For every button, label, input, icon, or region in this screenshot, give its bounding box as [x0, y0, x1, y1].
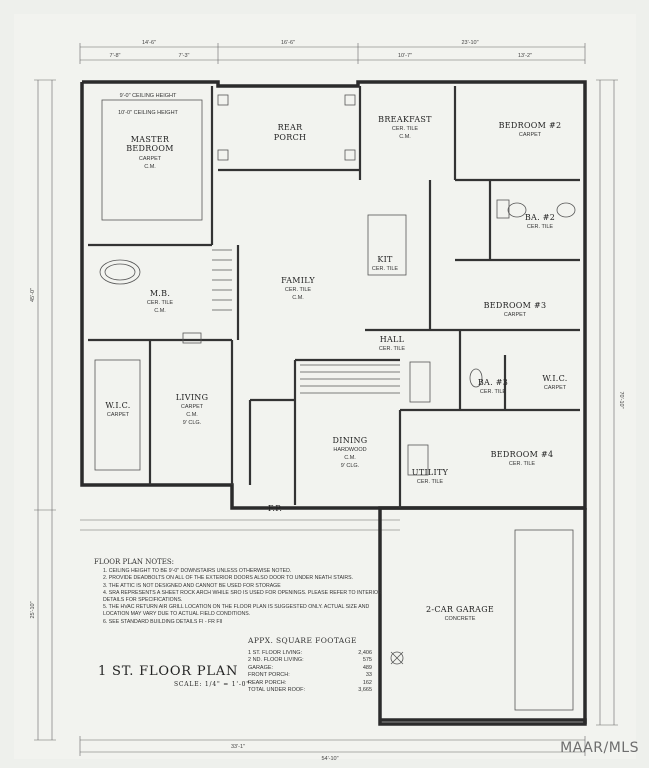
fixtures [94, 94, 576, 711]
wic-left-floor: CARPET [107, 412, 130, 418]
master-bedroom-note: C.M. [144, 164, 156, 170]
utility-floor: CER. TILE [417, 479, 444, 485]
fp-label: F.P. [268, 504, 282, 513]
kit-label: KIT [377, 255, 393, 264]
living-note: C.M. [186, 412, 198, 418]
note-item: 6. SEE STANDARD BUILDING DETAILS FI - FR… [103, 618, 223, 625]
bedroom4-floor: CER. TILE [509, 461, 536, 467]
rear-porch-label-2: PORCH [274, 133, 307, 142]
garage-label: 2-CAR GARAGE [426, 605, 494, 614]
dim-top-2: 16'-6" [281, 40, 295, 46]
bedroom3-floor: CARPET [504, 312, 527, 318]
note-item: 2. PROVIDE DEADBOLTS ON ALL OF THE EXTER… [103, 575, 354, 582]
sqft-value: 33 [365, 672, 372, 679]
plan-title: 1 ST. FLOOR PLAN SCALE: 1/4" = 1'-0" [98, 664, 250, 688]
note-item: 3. THE ATTIC IS NOT DESIGNED AND CANNOT … [103, 582, 281, 589]
note-item: 4. SRA REPRESENTS A SHEET ROCK ARCH WHIL… [103, 589, 382, 604]
kit-floor: CER. TILE [372, 266, 399, 272]
family-label: FAMILY [281, 276, 315, 285]
dim-right-1: 70'-10" [618, 391, 624, 408]
family-floor: CER. TILE [285, 287, 312, 293]
sqft-label: 1 ST. FLOOR LIVING: [248, 650, 303, 656]
ba3-floor: CER. TILE [480, 389, 507, 395]
mb-floor: CER. TILE [147, 300, 174, 306]
sqft-row: 1 ST. FLOOR LIVING: 2,406 [248, 650, 384, 657]
square-footage-table: APPX. SQUARE FOOTAGE 1 ST. FLOOR LIVING:… [248, 636, 384, 694]
living-label: LIVING [176, 393, 209, 402]
note-item: 1. CEILING HEIGHT TO BE 9'-0" DOWNSTAIRS… [103, 568, 292, 575]
sqft-row: TOTAL UNDER ROOF: 3,665 [248, 687, 384, 694]
ba3-label: BA. #3 [478, 378, 508, 387]
wic-right-floor: CARPET [544, 385, 567, 391]
sqft-value: 489 [362, 664, 372, 671]
dim-bottom-2: 54'-10" [321, 756, 338, 762]
dim-top2-2: 7'-3" [179, 53, 190, 59]
sqft-value: 162 [362, 679, 372, 686]
dining-floor: HARDWOOD [333, 447, 366, 453]
mb-note: C.M. [154, 308, 166, 314]
garage-floor: CONCRETE [445, 616, 476, 622]
notes-title: FLOOR PLAN NOTES: [94, 558, 175, 566]
sqft-row: REAR PORCH: 162 [248, 680, 384, 687]
sqft-label: 2 ND. FLOOR LIVING: [248, 657, 304, 664]
dim-top2-1: 7'-8" [110, 53, 121, 59]
wic-right-label: W.I.C. [542, 374, 567, 383]
dim-top2-4: 13'-2" [518, 53, 532, 59]
family-note: C.M. [292, 295, 304, 301]
master-bedroom-floor: CARPET [139, 156, 162, 162]
living-floor: CARPET [181, 404, 204, 410]
floor-plan-notes: FLOOR PLAN NOTES: 1. CEILING HEIGHT TO B… [94, 558, 389, 626]
plan-scale: SCALE: 1/4" = 1'-0" [174, 681, 250, 688]
interior-walls [88, 86, 580, 508]
notes-list: 1. CEILING HEIGHT TO BE 9'-0" DOWNSTAIRS… [94, 568, 389, 626]
hall-label: HALL [380, 335, 405, 344]
ba2-floor: CER. TILE [527, 224, 554, 230]
sqft-value: 3,665 [358, 687, 372, 694]
ceiling-note-10: 10'-0" CEILING HEIGHT [118, 110, 178, 116]
bedroom2-label: BEDROOM #2 [499, 121, 562, 130]
wic-left-label: W.I.C. [105, 401, 130, 410]
dim-top-1: 14'-6" [142, 40, 156, 46]
sqft-label: GARAGE: [248, 664, 274, 671]
master-bedroom-label: MASTER [131, 135, 170, 144]
sqft-row: FRONT PORCH: 33 [248, 672, 384, 679]
master-bedroom-label-2: BEDROOM [126, 144, 174, 153]
dining-label: DINING [333, 436, 368, 445]
mls-watermark: MAAR/MLS [560, 740, 639, 756]
sqft-value: 2,406 [358, 650, 372, 656]
ba2-label: BA. #2 [525, 213, 555, 222]
plan-title-text: 1 ST. FLOOR PLAN [98, 664, 239, 679]
dim-bottom-1: 33'-1" [231, 744, 245, 750]
sqft-value: 575 [362, 657, 372, 664]
dim-left-2: 25'-10" [30, 601, 36, 618]
sqft-title: APPX. SQUARE FOOTAGE [248, 636, 357, 645]
breakfast-floor: CER. TILE [392, 126, 419, 132]
bedroom2-floor: CARPET [519, 132, 542, 138]
dim-top-3: 23'-10" [461, 40, 478, 46]
sqft-label: TOTAL UNDER ROOF: [248, 687, 306, 694]
mb-label: M.B. [150, 289, 170, 298]
bedroom3-label: BEDROOM #3 [484, 301, 547, 310]
dining-note: C.M. [344, 455, 356, 461]
breakfast-note: C.M. [399, 134, 411, 140]
sqft-label: REAR PORCH: [248, 679, 287, 686]
sqft-row: GARAGE: 489 [248, 665, 384, 672]
room-labels: 9'-0" CEILING HEIGHT 10'-0" CEILING HEIG… [105, 93, 567, 622]
hall-floor: CER. TILE [379, 346, 406, 352]
utility-label: UTILITY [412, 468, 449, 477]
sqft-row: 2 ND. FLOOR LIVING: 575 [248, 657, 384, 664]
note-item: 5. THE HVAC RETURN AIR GRILL LOCATION ON… [103, 604, 370, 618]
sqft-label: FRONT PORCH: [248, 672, 290, 679]
rear-porch-label: REAR [278, 123, 304, 132]
dining-ceiling: 9' CLG. [341, 463, 360, 469]
dimension-labels: 14'-6" 16'-6" 23'-10" 7'-8" 7'-3" 10'-7"… [30, 40, 624, 762]
ceiling-note-9: 9'-0" CEILING HEIGHT [120, 93, 177, 99]
dimension-lines [34, 43, 618, 756]
breakfast-label: BREAKFAST [378, 115, 432, 124]
dim-left-1: 45'-0" [30, 288, 36, 302]
bedroom4-label: BEDROOM #4 [491, 450, 554, 459]
living-ceiling: 9' CLG. [183, 420, 202, 426]
dim-top2-3: 10'-7" [398, 53, 412, 59]
